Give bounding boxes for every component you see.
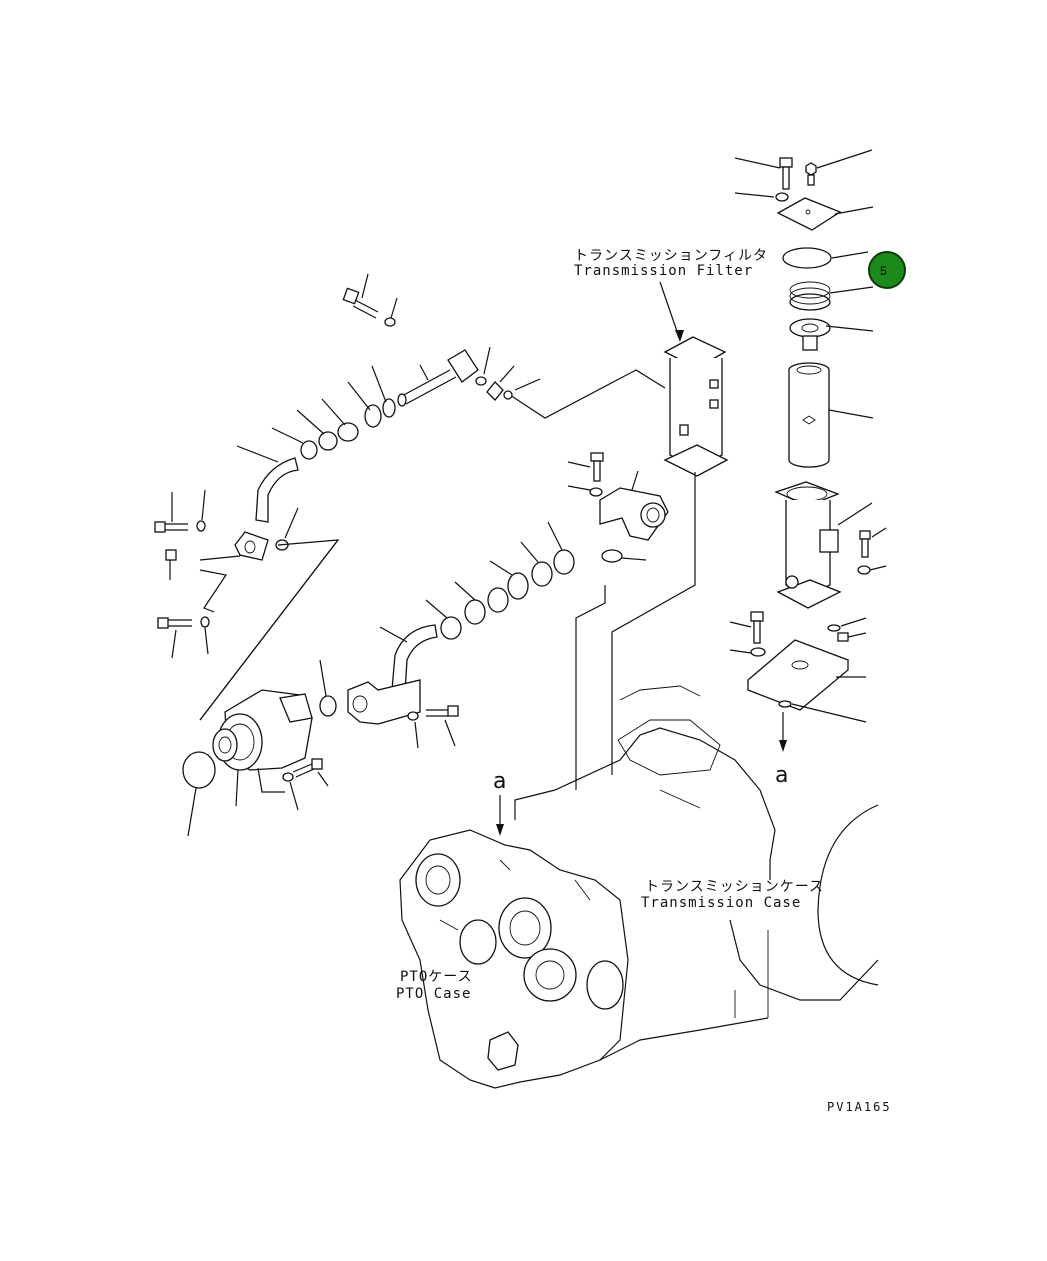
base-washer xyxy=(729,647,766,657)
filter-spring xyxy=(789,281,874,311)
filter-hose-line xyxy=(509,369,666,419)
hydraulic-pump xyxy=(182,659,337,837)
ref-arrow-right xyxy=(779,712,787,752)
filter-label-jp: トランスミッションフィルタ xyxy=(574,248,768,264)
mid-washer xyxy=(567,485,603,497)
lower-flange-block xyxy=(347,679,421,725)
callout-5[interactable]: 5 xyxy=(868,251,906,289)
breather-plug xyxy=(805,149,873,186)
filter-label-en: Transmission Filter xyxy=(574,263,753,279)
lower-bolts xyxy=(407,705,459,749)
pump-gasket xyxy=(182,751,216,837)
base-bolt xyxy=(729,611,764,644)
upper-oring xyxy=(275,507,299,551)
bracket-oring xyxy=(778,700,867,723)
case-bolt xyxy=(859,527,887,558)
pump-bolt xyxy=(282,758,329,811)
case-oring xyxy=(827,617,867,632)
clamp-rings-upper xyxy=(271,365,396,460)
ref-label-left: a xyxy=(493,769,506,794)
upper-hose xyxy=(236,445,299,523)
clamp-rings-lower xyxy=(425,521,575,640)
filter-exploded-parts xyxy=(729,149,887,752)
cover-bolt xyxy=(734,157,793,190)
mid-elbow xyxy=(599,470,669,541)
upper-pipe-parts xyxy=(154,273,541,659)
cover-washer xyxy=(734,192,789,202)
mid-bolt xyxy=(567,452,604,482)
filter-element xyxy=(788,362,874,468)
pump-oring xyxy=(319,659,337,717)
left-bolts xyxy=(154,489,228,659)
transmission-filter-assembly xyxy=(659,281,729,477)
middle-pipe-parts xyxy=(347,452,669,749)
ref-arrow-left xyxy=(496,795,504,836)
filter-bracket xyxy=(746,639,866,711)
filter-cover xyxy=(776,197,874,231)
long-bolt xyxy=(342,273,379,319)
upper-flange-block xyxy=(199,531,269,561)
flange-oring xyxy=(503,378,541,400)
pto-case xyxy=(399,829,629,1089)
elbow-block xyxy=(397,349,479,407)
filter-line-down xyxy=(611,472,696,775)
lower-hose xyxy=(379,624,438,693)
case-label-en: Transmission Case xyxy=(641,895,801,911)
small-oring xyxy=(475,346,491,386)
drawing-code: PV1A165 xyxy=(827,1100,892,1114)
transmission-case xyxy=(514,685,879,1061)
mid-gasket xyxy=(601,549,647,563)
flange-gasket xyxy=(486,365,515,401)
bolt-washer xyxy=(384,297,398,327)
case-washer xyxy=(857,565,887,575)
callout-number: 5 xyxy=(880,264,887,278)
ref-label-right: a xyxy=(775,763,788,788)
relief-valve xyxy=(789,318,874,351)
cover-gasket xyxy=(782,247,869,269)
case-label-jp: トランスミッションケース xyxy=(645,879,824,895)
pto-label-jp: PTOケース xyxy=(400,969,473,985)
routing-line-2 xyxy=(199,539,339,721)
return-line xyxy=(575,585,606,790)
plug xyxy=(837,632,867,642)
pto-label-en: PTO Case xyxy=(396,986,471,1002)
filter-case xyxy=(774,481,873,609)
